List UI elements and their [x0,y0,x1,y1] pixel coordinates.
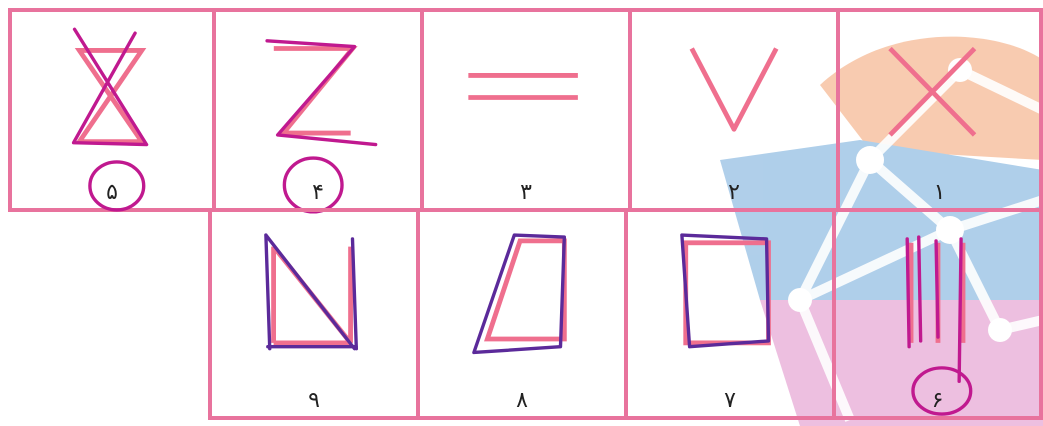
cell-number: ۱ [933,180,946,205]
cell-7: ۷ [624,208,836,420]
cell-9: ۹ [208,208,420,420]
n-shape [264,233,359,351]
traced-n [264,233,359,351]
cell-6: ۶ [832,208,1043,420]
watermark-pink-petal [760,300,1043,426]
printed-v [689,47,779,132]
parallel-lines-shape [468,73,578,100]
traced-trapezoid [472,233,567,355]
cell-5: ۵ [8,8,216,212]
printed-x [888,46,977,137]
traced-square [680,233,771,349]
cell-number: ۳ [520,180,532,205]
answer-circle [911,366,973,416]
trapezoid-shape [472,233,567,355]
cell-number: ۶ [931,388,944,413]
bowtie-x-shape [71,27,149,212]
cell-number: ۴ [312,180,324,205]
traced-bowtie [71,27,149,147]
square-shape [680,233,771,349]
cell-number: ۲ [728,180,740,205]
cell-number: ۸ [516,388,528,413]
cell-number: ۷ [724,388,736,413]
printed-square [683,240,771,346]
traced-lines [905,235,963,384]
cell-4: ۴ [212,8,424,214]
cell-2: ۲ [628,8,840,212]
cell-1: ۱ [836,8,1043,212]
vertical-lines-shape [905,235,973,416]
cell-8: ۸ [416,208,628,420]
v-shape [689,47,779,132]
traced-z [265,39,378,147]
z-shape [265,39,378,214]
x-cross-shape [888,46,977,137]
printed-bowtie [74,48,147,145]
cell-3: ۳ [420,8,632,212]
answer-circle [88,160,146,212]
printed-trapezoid [484,238,567,342]
watermark-orange-petal [820,36,1043,160]
cell-number: ۹ [308,388,320,413]
cell-number: ۵ [106,180,118,205]
